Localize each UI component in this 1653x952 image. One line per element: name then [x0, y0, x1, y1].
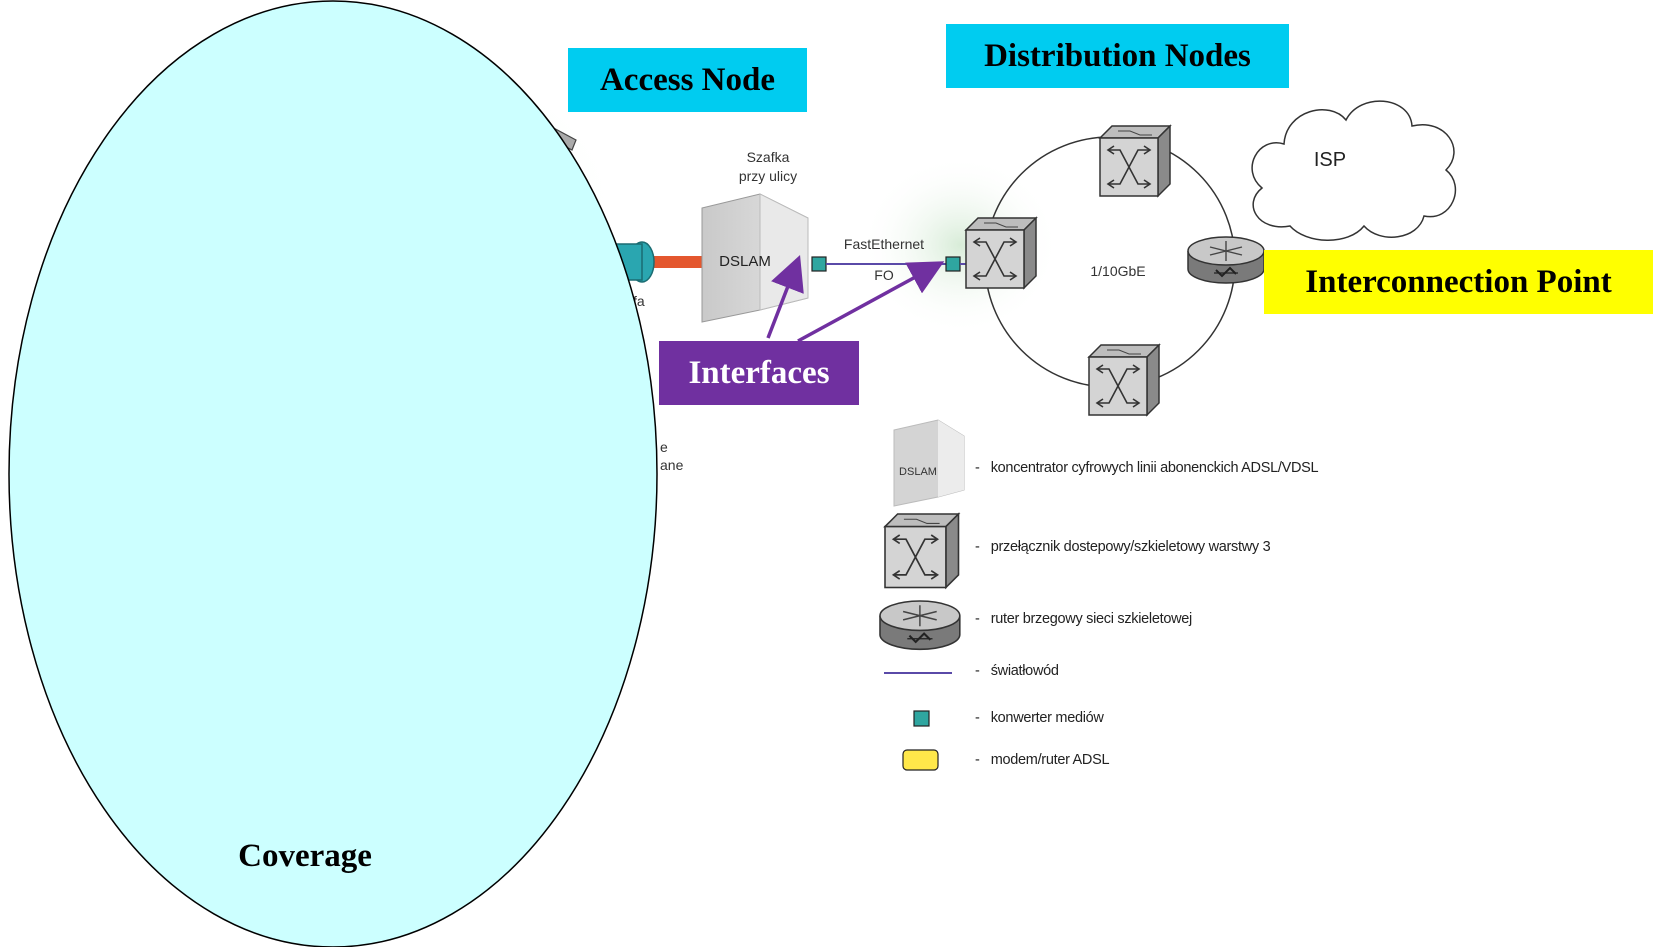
legend-item-fiber: - światłowód: [975, 663, 1059, 679]
distribution-switch-top: [1099, 125, 1171, 197]
edge-router: [1187, 236, 1265, 284]
distribution-switch-bottom: [1088, 344, 1160, 416]
legend-item-switch: - przełącznik dostepowy/szkieletowy wars…: [975, 539, 1271, 555]
media-converter-left: [811, 256, 827, 272]
interface-arrow-switch: [797, 261, 945, 343]
legend-item-modem: - modem/ruter ADSL: [975, 752, 1110, 768]
legend-media-converter-icon: [913, 710, 930, 727]
legend-item-switch-text: przełącznik dostepowy/szkieletowy warstw…: [990, 539, 1271, 555]
distribution-nodes-label: Distribution Nodes: [946, 24, 1289, 88]
legend-item-dslam: - koncentrator cyfrowych linii abonencki…: [975, 460, 1319, 476]
legend-item-fiber-text: światłowód: [990, 663, 1059, 679]
access-node-label: Access Node: [568, 48, 807, 112]
legend-dslam-icon-text: DSLAM: [899, 466, 937, 478]
media-converter-right: [945, 256, 961, 272]
interfaces-label: Interfaces: [659, 341, 859, 405]
distribution-switch-left: [965, 217, 1037, 289]
interface-arrow-dslam: [766, 254, 804, 339]
legend-item-router: - ruter brzegowy sieci szkieletowej: [975, 611, 1192, 627]
ring-speed-label: 1/10GbE: [1090, 263, 1145, 279]
cabinet-label-line1: Szafka: [747, 149, 790, 165]
legend-dslam-icon: [893, 419, 965, 507]
partial-text-2: e: [660, 439, 668, 455]
legend-router-icon: [878, 599, 961, 651]
isp-cloud: [1251, 100, 1457, 241]
interconnection-point-label: Interconnection Point: [1264, 250, 1653, 314]
legend-switch-icon: [884, 513, 960, 589]
legend-item-converter: - konwerter mediów: [975, 710, 1104, 726]
partial-text-1: fa: [633, 293, 645, 309]
link-label-fastethernet: FastEthernet: [844, 236, 924, 252]
legend-item-dslam-text: koncentrator cyfrowych linii abonenckich…: [990, 460, 1319, 476]
dslam-label: DSLAM: [719, 253, 771, 270]
legend-item-converter-text: konwerter mediów: [990, 710, 1104, 726]
isp-label: ISP: [1314, 149, 1346, 171]
legend-item-modem-text: modem/ruter ADSL: [990, 752, 1110, 768]
partial-text-3: ane: [660, 457, 684, 473]
coverage-area: [8, 0, 658, 948]
legend-item-router-text: ruter brzegowy sieci szkieletowej: [990, 611, 1193, 627]
legend-modem-icon: [902, 749, 939, 771]
link-label-fo: FO: [874, 267, 894, 283]
cabinet-label-line2: przy ulicy: [739, 168, 797, 184]
coverage-label: Coverage: [238, 838, 372, 874]
